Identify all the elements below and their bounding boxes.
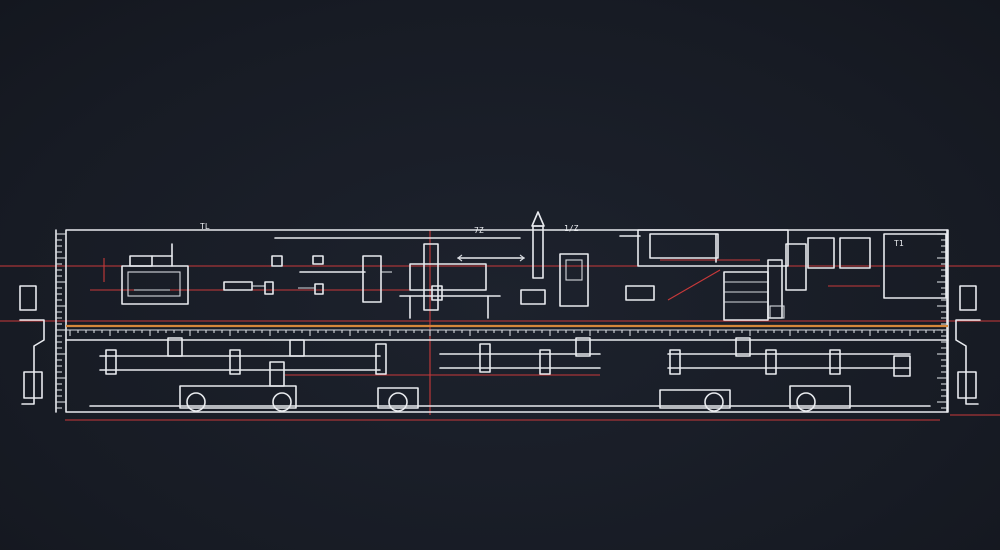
press-mechanism [399,243,546,319]
rail-clamps [105,337,911,377]
left-vertical-ruler [56,233,66,409]
right-side-bracket [955,285,981,405]
annotation-label-b: 7Z [474,226,484,235]
lower-rails [65,339,949,407]
small-terminal-blocks [223,255,392,303]
display-panel [637,229,789,267]
instrument-cluster [723,233,947,321]
annotation-label-c: 1/Z [564,224,579,233]
carriage-wheels [179,361,851,412]
annotation-label-a: TL [200,222,210,231]
top-dimension-lines [274,229,641,239]
horizontal-ruler [66,324,948,336]
vertical-tool [531,211,545,279]
annotation-label-d: T1 [894,239,904,248]
control-panel-left [121,243,189,305]
cabinet-unit [559,253,655,307]
left-side-bracket [19,285,45,405]
